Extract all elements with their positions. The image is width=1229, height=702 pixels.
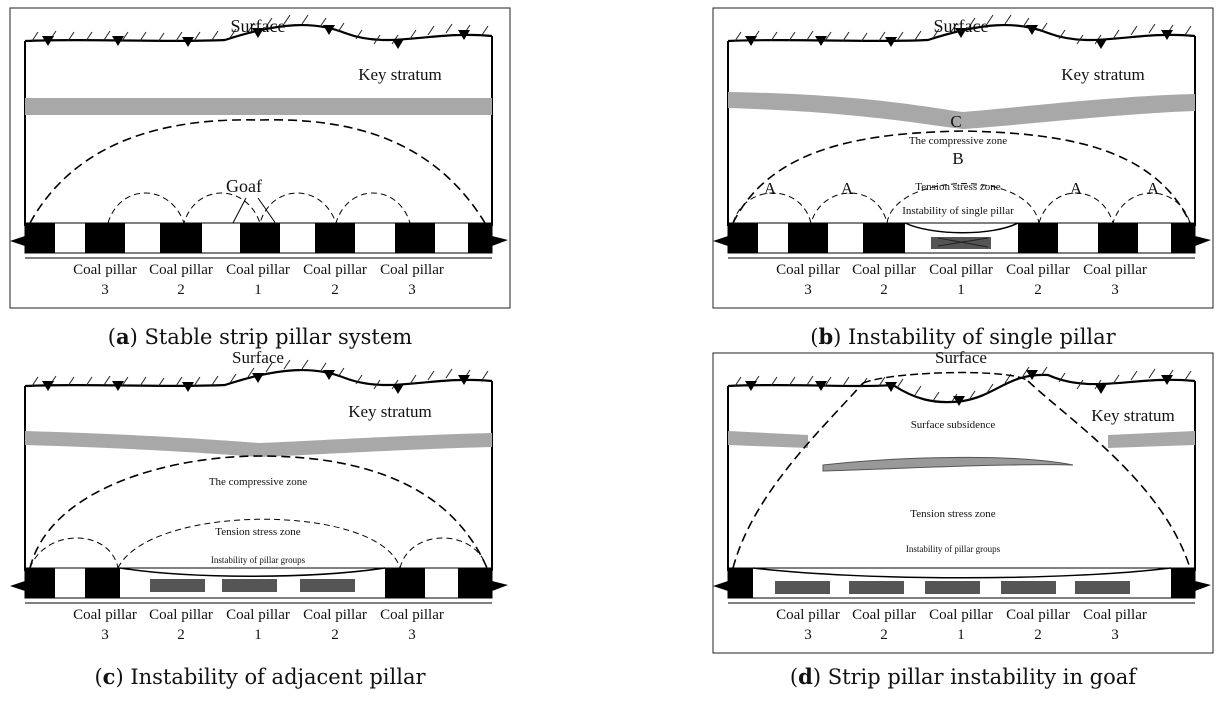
pillar-label-2: Coal pillar bbox=[852, 262, 916, 278]
key-stratum-broken bbox=[822, 456, 1074, 472]
diagram-a: Surface Key stratum Goaf Coal pillar Coa… bbox=[9, 7, 511, 309]
instability-label: Instability of pillar groups bbox=[906, 544, 1001, 554]
key-stratum bbox=[25, 98, 492, 115]
pillar-label-5: Coal pillar bbox=[380, 262, 444, 278]
pillar-number-2: 2 bbox=[177, 282, 185, 298]
key-stratum-label: Key stratum bbox=[1061, 65, 1145, 84]
pillar-label-5: Coal pillar bbox=[1083, 262, 1147, 278]
key-stratum-label: Key stratum bbox=[358, 65, 442, 84]
pillar-label-5: Coal pillar bbox=[1083, 607, 1147, 623]
surface-label: Surface bbox=[231, 16, 286, 36]
pillar-number-3: 1 bbox=[957, 627, 965, 643]
pillar-number-1: 3 bbox=[804, 282, 812, 298]
panel-a: Surface Key stratum Goaf Coal pillar Coa… bbox=[9, 7, 511, 328]
pillar-label-3: Coal pillar bbox=[929, 262, 993, 278]
pillar-label-1: Coal pillar bbox=[73, 262, 137, 278]
point-a-label-3: A bbox=[1070, 179, 1083, 198]
key-stratum-left bbox=[728, 431, 808, 448]
seam bbox=[10, 222, 508, 259]
pillar-number-3: 1 bbox=[254, 282, 262, 298]
caption-b: (b) Instability of single pillar bbox=[810, 324, 1116, 349]
key-stratum-label: Key stratum bbox=[348, 402, 432, 421]
pillar-number-5: 3 bbox=[1111, 627, 1119, 643]
pillar-label-1: Coal pillar bbox=[73, 607, 137, 623]
surface-label: Surface bbox=[934, 16, 989, 36]
pillar-number-2: 2 bbox=[177, 627, 185, 643]
point-b-label: B bbox=[952, 149, 963, 168]
pillar-number-2: 2 bbox=[880, 627, 888, 643]
panel-d: Surface Key stratum Surface subsidence T… bbox=[712, 348, 1214, 673]
point-a-label-4: A bbox=[1147, 179, 1160, 198]
compressive-zone-label: The compressive zone bbox=[909, 135, 1007, 147]
seam bbox=[713, 222, 1211, 259]
pillar-number-3: 1 bbox=[957, 282, 965, 298]
panel-b: Surface Key stratum C The compressive zo… bbox=[712, 7, 1214, 328]
pillar-number-4: 2 bbox=[1034, 627, 1042, 643]
point-c-label: C bbox=[950, 112, 961, 131]
pillar-number-5: 3 bbox=[408, 282, 416, 298]
pillar-label-5: Coal pillar bbox=[380, 607, 444, 623]
caption-d: (d) Strip pillar instability in goaf bbox=[789, 664, 1137, 689]
key-stratum bbox=[25, 431, 492, 457]
pillar-number-1: 3 bbox=[804, 627, 812, 643]
pillar-label-2: Coal pillar bbox=[852, 607, 916, 623]
pillar-label-4: Coal pillar bbox=[1006, 262, 1070, 278]
subsidence-label: Surface subsidence bbox=[911, 419, 996, 431]
pillar-number-4: 2 bbox=[331, 282, 339, 298]
pillar-label-3: Coal pillar bbox=[226, 262, 290, 278]
pillar-number-3: 1 bbox=[254, 627, 262, 643]
pillar-label-4: Coal pillar bbox=[1006, 607, 1070, 623]
seam bbox=[10, 567, 508, 604]
pillar-label-4: Coal pillar bbox=[303, 262, 367, 278]
key-stratum-right bbox=[1108, 431, 1195, 448]
diagram-c: Surface Key stratum The compressive zone… bbox=[10, 348, 508, 643]
surface-line bbox=[24, 359, 493, 394]
diagram-d: Surface Key stratum Surface subsidence T… bbox=[712, 348, 1214, 654]
surface-line bbox=[24, 14, 493, 49]
tension-zone-label: Tension stress zone bbox=[215, 526, 300, 538]
pillar-label-1: Coal pillar bbox=[776, 607, 840, 623]
pillar-label-1: Coal pillar bbox=[776, 262, 840, 278]
pillar-label-2: Coal pillar bbox=[149, 262, 213, 278]
compressive-zone-label: The compressive zone bbox=[209, 476, 307, 488]
pillar-label-4: Coal pillar bbox=[303, 607, 367, 623]
caption-c: (c) Instability of adjacent pillar bbox=[94, 664, 426, 689]
goaf-label: Goaf bbox=[226, 176, 262, 196]
pillar-number-1: 3 bbox=[101, 282, 109, 298]
diagram-b: Surface Key stratum C The compressive zo… bbox=[712, 7, 1214, 309]
pillar-number-4: 2 bbox=[1034, 282, 1042, 298]
tension-zone-label: Tension stress zone bbox=[915, 181, 1000, 193]
instability-label: Instability of single pillar bbox=[902, 205, 1014, 217]
point-a-label-1: A bbox=[764, 179, 777, 198]
surface-line bbox=[727, 366, 1196, 406]
pillar-label-2: Coal pillar bbox=[149, 607, 213, 623]
key-stratum bbox=[728, 92, 1195, 129]
caption-a: (a) Stable strip pillar system bbox=[107, 324, 413, 349]
instability-label: Instability of pillar groups bbox=[211, 555, 306, 565]
pillar-number-2: 2 bbox=[880, 282, 888, 298]
point-a-label-2: A bbox=[841, 179, 854, 198]
tension-zone-label: Tension stress zone bbox=[910, 508, 995, 520]
pillar-number-5: 3 bbox=[408, 627, 416, 643]
key-stratum-label: Key stratum bbox=[1091, 406, 1175, 425]
surface-label: Surface bbox=[935, 348, 987, 367]
pillar-number-1: 3 bbox=[101, 627, 109, 643]
panel-c: Surface Key stratum The compressive zone… bbox=[10, 348, 510, 673]
pillar-number-4: 2 bbox=[331, 627, 339, 643]
pillar-number-5: 3 bbox=[1111, 282, 1119, 298]
pillar-label-3: Coal pillar bbox=[929, 607, 993, 623]
surface-line bbox=[727, 14, 1196, 49]
surface-label: Surface bbox=[232, 348, 284, 367]
pillar-label-3: Coal pillar bbox=[226, 607, 290, 623]
seam bbox=[713, 567, 1211, 604]
